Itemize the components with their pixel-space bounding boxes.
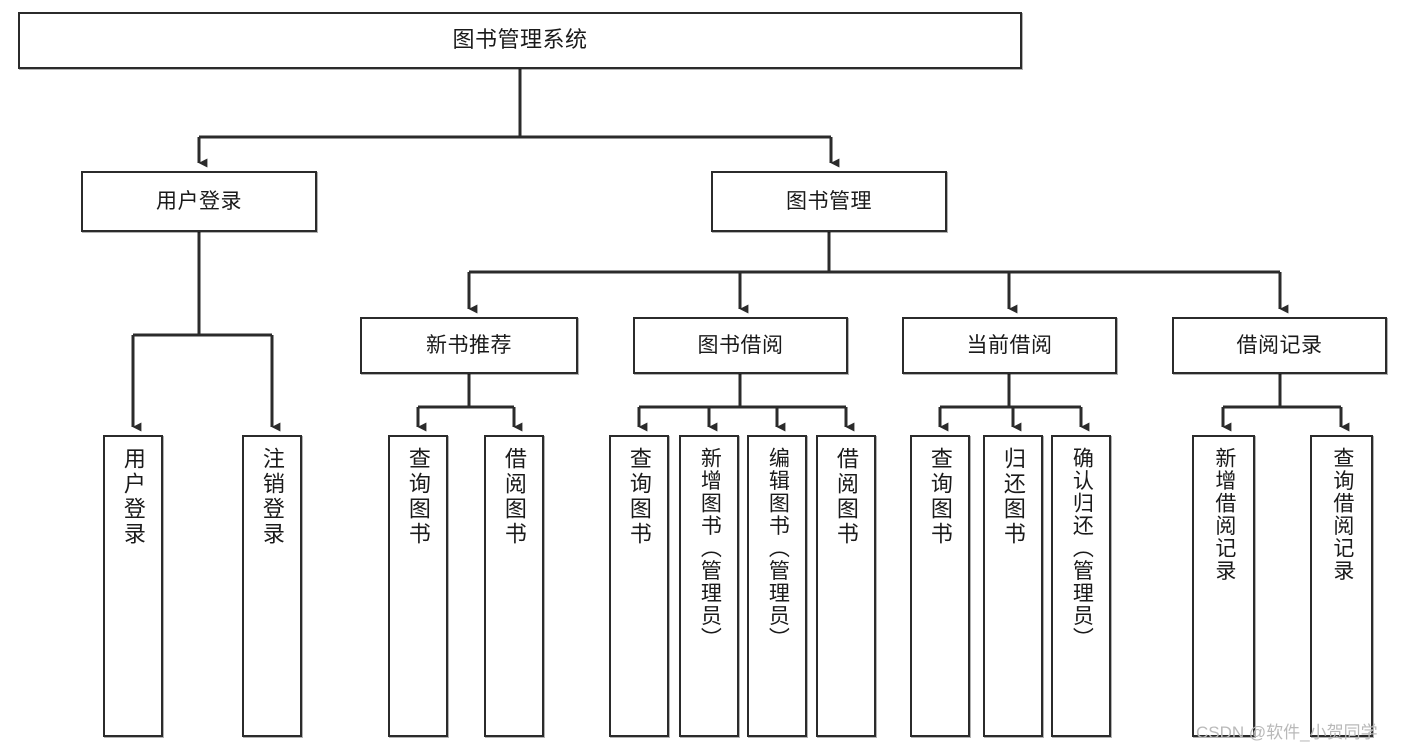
edges-root-to-level1 <box>197 69 840 168</box>
node-leaf-9-label: 归还图书 <box>1000 447 1026 547</box>
node-leaf-4-label: 查询图书 <box>626 447 652 547</box>
node-leaf-1-label: 注销登录 <box>259 447 285 547</box>
node-level2-1-label: 图书借阅 <box>697 333 784 357</box>
node-level2-0-label: 新书推荐 <box>426 333 512 357</box>
node-root[interactable]: 图书管理系统 <box>18 12 1022 69</box>
node-leaf-2-label: 查询图书 <box>405 447 431 547</box>
node-leaf-10[interactable]: 确认归还（管理员） <box>1051 435 1111 737</box>
node-leaf-6[interactable]: 编辑图书（管理员） <box>747 435 807 737</box>
node-level1-1-label: 图书管理 <box>786 189 872 213</box>
node-level1-1[interactable]: 图书管理 <box>711 171 947 232</box>
node-leaf-6-label: 编辑图书（管理员） <box>766 447 790 650</box>
node-leaf-3[interactable]: 借阅图书 <box>484 435 544 737</box>
node-level2-1[interactable]: 图书借阅 <box>633 317 848 374</box>
node-level2-2[interactable]: 当前借阅 <box>902 317 1117 374</box>
node-leaf-0[interactable]: 用户登录 <box>103 435 163 737</box>
node-level2-0[interactable]: 新书推荐 <box>360 317 578 374</box>
node-level2-3-label: 借阅记录 <box>1236 333 1323 357</box>
watermark: CSDN @软件_小贺同学 <box>1196 723 1378 742</box>
node-leaf-5[interactable]: 新增图书（管理员） <box>679 435 739 737</box>
node-leaf-7[interactable]: 借阅图书 <box>816 435 876 737</box>
node-leaf-5-label: 新增图书（管理员） <box>698 447 722 650</box>
node-level1-0-label: 用户登录 <box>156 189 242 213</box>
node-level2-2-label: 当前借阅 <box>966 333 1053 357</box>
node-leaf-8-label: 查询图书 <box>927 447 953 547</box>
node-leaf-3-label: 借阅图书 <box>501 447 527 547</box>
node-leaf-8[interactable]: 查询图书 <box>910 435 970 737</box>
node-level1-0[interactable]: 用户登录 <box>81 171 317 232</box>
node-leaf-0-label: 用户登录 <box>120 447 146 547</box>
node-leaf-9[interactable]: 归还图书 <box>983 435 1043 737</box>
edges-newbook-to-leaves <box>416 374 523 432</box>
edges-borrow-to-leaves <box>637 374 855 432</box>
edges-current-to-leaves <box>938 374 1090 432</box>
node-leaf-4[interactable]: 查询图书 <box>609 435 669 737</box>
node-leaf-2[interactable]: 查询图书 <box>388 435 448 737</box>
node-leaf-1[interactable]: 注销登录 <box>242 435 302 737</box>
edges-level1-booking-to-level2 <box>467 232 1289 314</box>
node-leaf-11-label: 新增借阅记录 <box>1212 447 1236 582</box>
node-level2-3[interactable]: 借阅记录 <box>1172 317 1387 374</box>
node-leaf-12-label: 查询借阅记录 <box>1330 447 1354 582</box>
node-root-label: 图书管理系统 <box>452 27 588 53</box>
node-leaf-12[interactable]: 查询借阅记录 <box>1310 435 1373 737</box>
node-leaf-7-label: 借阅图书 <box>833 447 859 547</box>
node-leaf-11[interactable]: 新增借阅记录 <box>1192 435 1255 737</box>
edges-level1-login-to-leaves <box>131 232 281 432</box>
node-leaf-10-label: 确认归还（管理员） <box>1070 447 1094 650</box>
edges-records-to-leaves <box>1221 374 1350 432</box>
